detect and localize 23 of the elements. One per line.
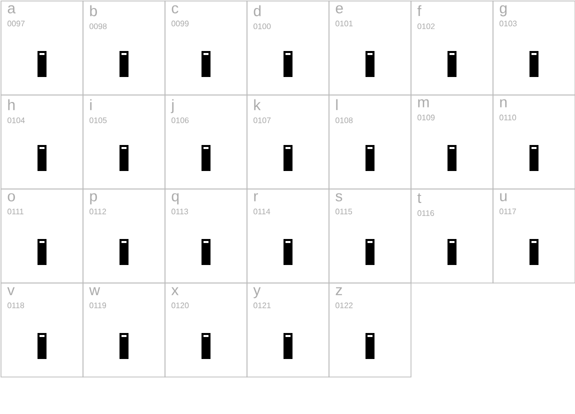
character-cell: j 0106 xyxy=(164,94,248,190)
character-cell: p 0112 xyxy=(82,188,166,284)
character-cell: y 0121 xyxy=(246,282,330,378)
character-cell: m 0109 xyxy=(410,94,494,190)
character-cell: e 0101 xyxy=(328,0,412,96)
character-cell: d 0100 xyxy=(246,0,330,96)
character-cell: h 0104 xyxy=(0,94,84,190)
character-cell: i 0105 xyxy=(82,94,166,190)
character-cell: b 0098 xyxy=(82,0,166,96)
character-cell: z 0122 xyxy=(328,282,412,378)
character-cell: s 0115 xyxy=(328,188,412,284)
character-cell: k 0107 xyxy=(246,94,330,190)
character-cell: f 0102 xyxy=(410,0,494,96)
character-cell: l 0108 xyxy=(328,94,412,190)
character-cell: c 0099 xyxy=(164,0,248,96)
character-cell: q 0113 xyxy=(164,188,248,284)
character-cell: r 0114 xyxy=(246,188,330,284)
character-cell: o 0111 xyxy=(0,188,84,284)
character-cell: x 0120 xyxy=(164,282,248,378)
character-cell: w 0119 xyxy=(82,282,166,378)
character-cell: a 0097 xyxy=(0,0,84,96)
character-cell: t 0116 xyxy=(410,188,494,284)
character-cell: v 0118 xyxy=(0,282,84,378)
